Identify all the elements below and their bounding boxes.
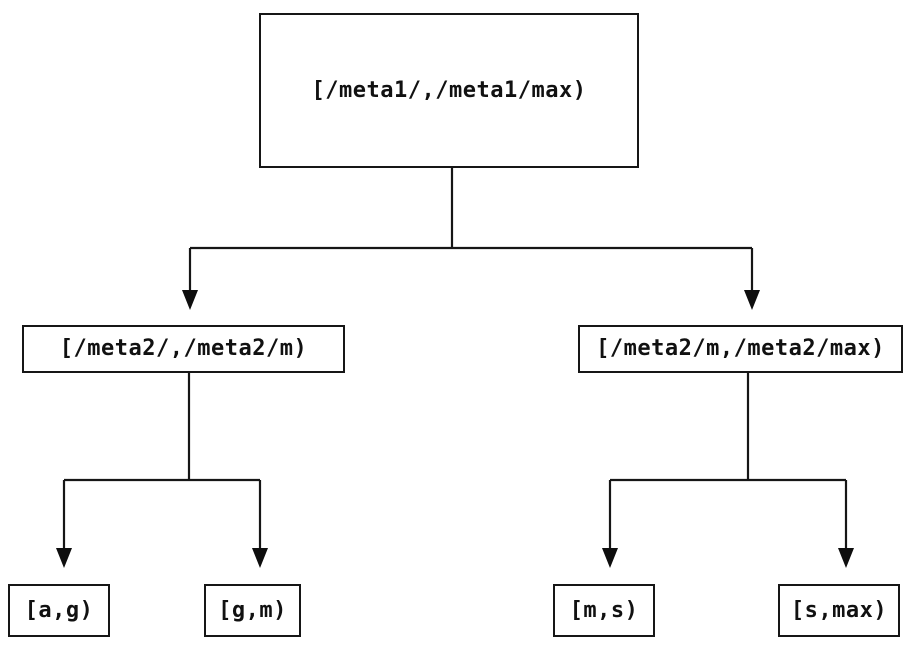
tree-node-leaf-smax: [s,max) (778, 584, 900, 637)
arrowhead-down-icon (56, 548, 72, 568)
arrowhead-down-icon (252, 548, 268, 568)
tree-node-leaf-ag: [a,g) (8, 584, 110, 637)
edge-left-trunk (64, 373, 260, 482)
node-label: [/meta2/m,/meta2/max) (596, 336, 885, 361)
edge-right-leaf-ms (602, 480, 618, 568)
edge-left-leaf-gm (252, 480, 268, 568)
tree-node-right: [/meta2/m,/meta2/max) (578, 325, 903, 373)
tree-node-root: [/meta1/,/meta1/max) (259, 13, 639, 168)
tree-node-left: [/meta2/,/meta2/m) (22, 325, 345, 373)
node-label: [/meta1/,/meta1/max) (311, 77, 587, 103)
tree-node-leaf-gm: [g,m) (204, 584, 301, 637)
arrowhead-down-icon (182, 290, 198, 310)
node-label: [/meta2/,/meta2/m) (59, 336, 308, 361)
edge-root-right (744, 248, 760, 310)
node-label: [a,g) (24, 597, 94, 623)
tree-node-leaf-ms: [m,s) (553, 584, 655, 637)
node-label: [g,m) (218, 597, 287, 623)
edge-right-leaf-smax (838, 480, 854, 568)
edge-left-leaf-ag (56, 480, 72, 568)
arrowhead-down-icon (744, 290, 760, 310)
node-label: [s,max) (790, 597, 888, 623)
edge-right-trunk (610, 373, 846, 482)
arrowhead-down-icon (602, 548, 618, 568)
edge-root-trunk (190, 168, 752, 250)
edge-root-left (182, 248, 198, 310)
node-label: [m,s) (569, 597, 639, 623)
arrowhead-down-icon (838, 548, 854, 568)
